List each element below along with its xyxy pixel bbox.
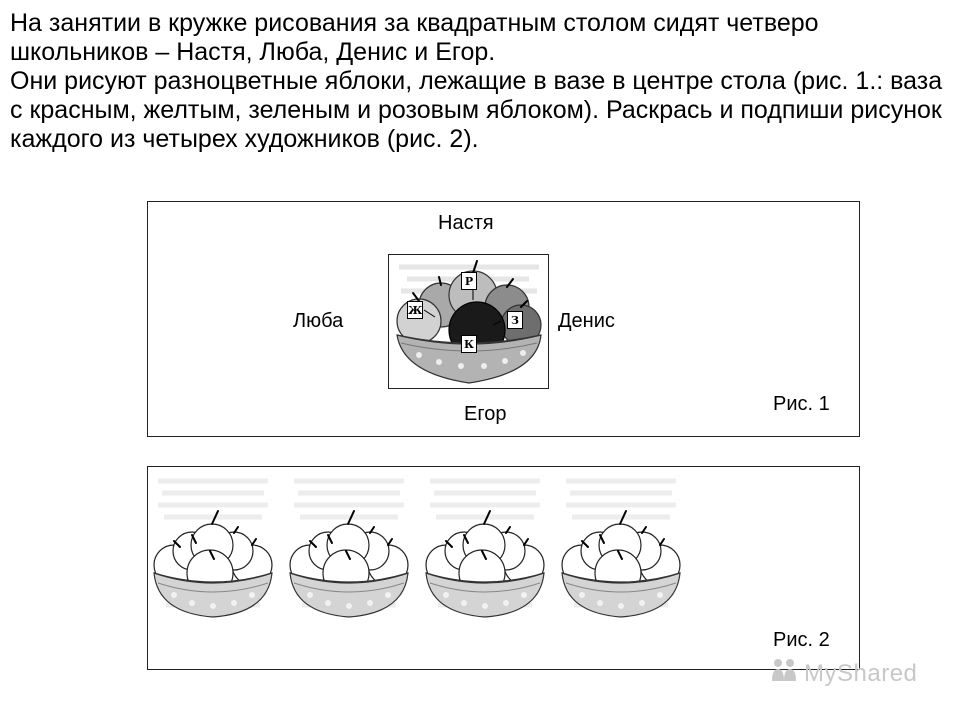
name-bottom-egor: Егор <box>464 403 507 425</box>
name-left-lyuba: Люба <box>293 310 344 332</box>
figure-2-frame: Рис. 2 <box>147 466 860 670</box>
figure-1-frame: Настя Люба Денис Егор Рис. 1 <box>147 201 860 437</box>
watermark: MyShared <box>770 657 917 689</box>
figure-1-caption: Рис. 1 <box>773 393 830 415</box>
bowl-drawing-3 <box>424 473 546 619</box>
task-paragraph-1: На занятии в кружке рисования за квадрат… <box>10 9 819 66</box>
name-right-denis: Денис <box>558 310 615 332</box>
task-paragraph-2: Они рисуют разноцветные яблоки, лежащие … <box>10 67 943 153</box>
myshared-logo-icon <box>770 657 800 692</box>
vase-picture: Р Ж З К <box>388 254 549 389</box>
figure-2-caption: Рис. 2 <box>773 629 830 651</box>
name-top-nastya: Настя <box>438 212 494 234</box>
watermark-text: MyShared <box>804 659 918 687</box>
apple-tag-pink: К <box>461 335 477 353</box>
bowl-drawing-1 <box>152 473 274 619</box>
apple-tag-red: Р <box>461 272 477 290</box>
apple-tag-yellow: Ж <box>407 301 423 319</box>
bowl-drawing-2 <box>288 473 410 619</box>
apple-tag-green: З <box>507 311 523 329</box>
task-text: На занятии в кружке рисования за квадрат… <box>10 9 950 154</box>
bowl-drawing-4 <box>560 473 682 619</box>
